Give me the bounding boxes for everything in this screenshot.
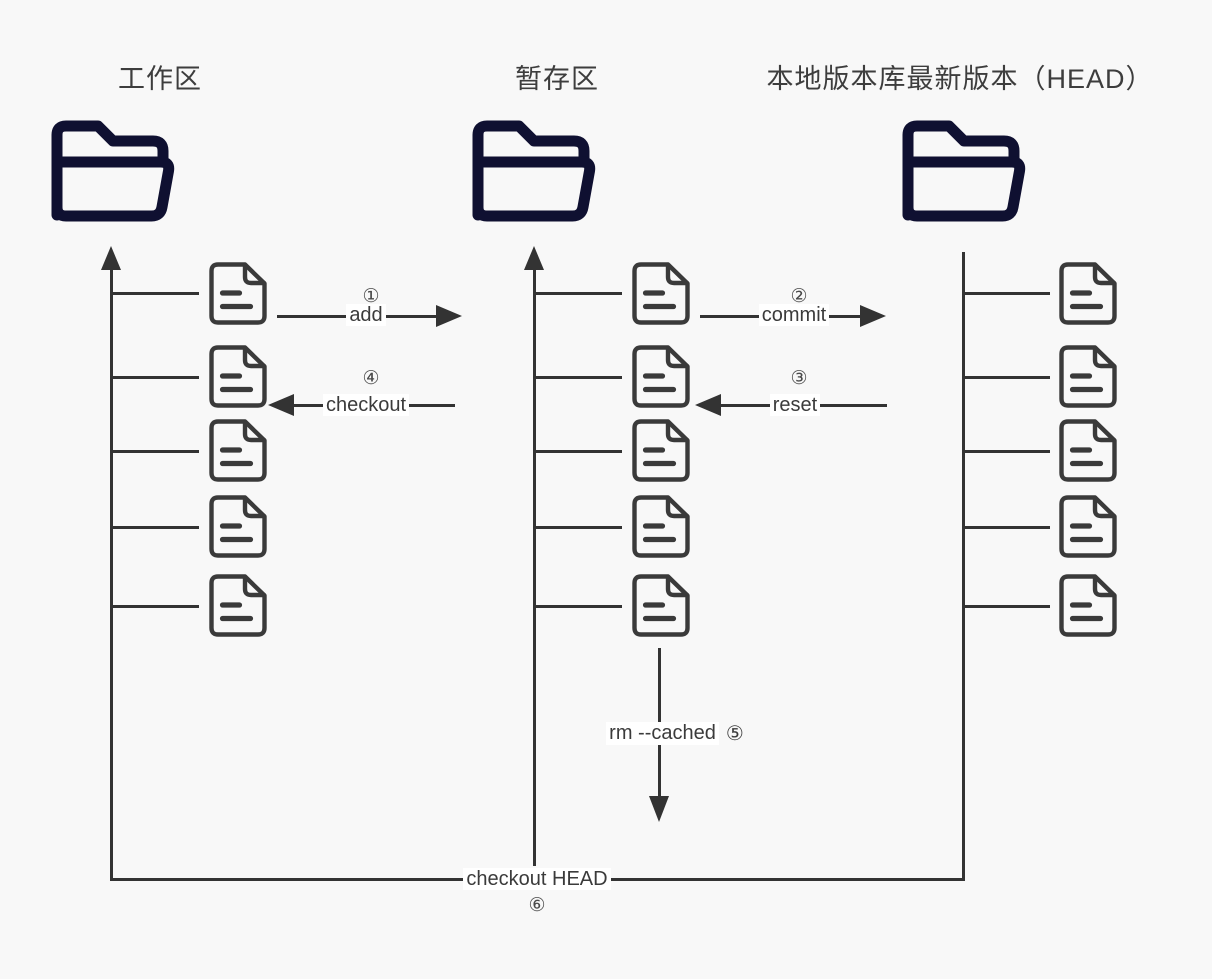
file-icon <box>207 260 269 327</box>
branch-line <box>963 526 1050 529</box>
folder-icon <box>47 115 182 233</box>
column-title-working-directory: 工作区 <box>118 64 202 94</box>
branch-line <box>111 292 199 295</box>
commit-arrowhead <box>860 305 886 327</box>
reset-label: reset <box>735 394 855 417</box>
column-line-staging-area <box>533 263 536 866</box>
branch-line <box>963 605 1050 608</box>
commit-label: commit <box>734 304 854 327</box>
branch-line <box>534 605 622 608</box>
file-icon <box>630 493 692 560</box>
up-arrowhead <box>101 246 121 270</box>
up-arrowhead <box>524 246 544 270</box>
add-number: ① <box>362 286 380 307</box>
checkout-label: checkout <box>306 394 426 417</box>
commit-number: ② <box>790 286 808 307</box>
column-line-working-directory <box>110 263 113 881</box>
file-icon <box>207 417 269 484</box>
rm-cached-number: ⑤ <box>725 723 744 745</box>
branch-line <box>111 605 199 608</box>
file-icon <box>630 417 692 484</box>
rm-cached-arrowhead <box>649 796 669 822</box>
file-icon <box>207 572 269 639</box>
branch-line <box>111 376 199 379</box>
branch-line <box>111 526 199 529</box>
column-title-staging-area: 暂存区 <box>515 64 599 94</box>
file-icon <box>630 260 692 327</box>
file-icon <box>207 493 269 560</box>
reset-arrowhead <box>695 394 721 416</box>
reset-number: ③ <box>790 368 808 389</box>
checkout-arrowhead <box>268 394 294 416</box>
checkout-head-number: ⑥ <box>528 895 546 916</box>
branch-line <box>963 376 1050 379</box>
checkout-head-label: checkout HEAD <box>437 868 637 891</box>
column-title-head-repository: 本地版本库最新版本（HEAD） <box>766 64 1154 94</box>
file-icon <box>1057 260 1119 327</box>
checkout-number: ④ <box>362 368 380 389</box>
branch-line <box>534 292 622 295</box>
column-line-head-repository <box>962 252 965 881</box>
file-icon <box>630 343 692 410</box>
branch-line <box>111 450 199 453</box>
branch-line <box>534 450 622 453</box>
file-icon <box>1057 572 1119 639</box>
file-icon <box>1057 343 1119 410</box>
file-icon <box>630 572 692 639</box>
branch-line <box>534 526 622 529</box>
branch-line <box>534 376 622 379</box>
folder-icon <box>468 115 603 233</box>
add-arrowhead <box>436 305 462 327</box>
file-icon <box>207 343 269 410</box>
file-icon <box>1057 417 1119 484</box>
branch-line <box>963 292 1050 295</box>
add-label: add <box>316 304 416 327</box>
branch-line <box>963 450 1050 453</box>
rm-cached-label: rm --cached ⑤ <box>570 721 780 746</box>
file-icon <box>1057 493 1119 560</box>
folder-icon <box>898 115 1033 233</box>
